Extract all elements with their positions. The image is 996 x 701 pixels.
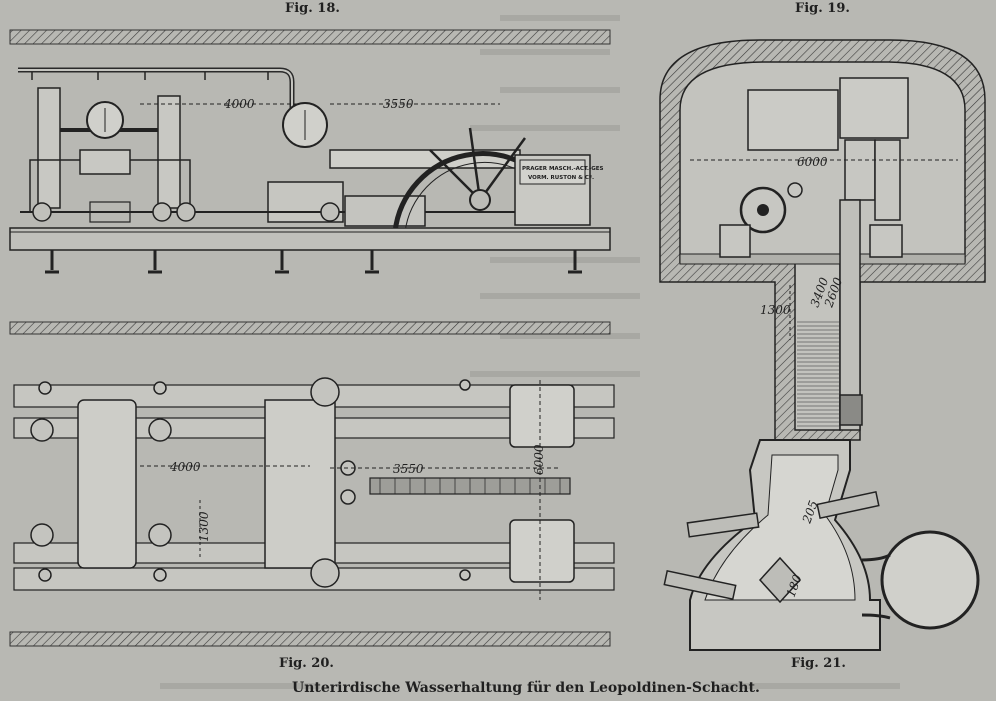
fig18-dim-left: 4000 (223, 97, 255, 111)
plate-text-line2: VORM. RUSTON & Cº. (528, 174, 594, 181)
plate-text-line1: PRAGER MASCH.-ACT.-GES (522, 166, 603, 172)
fig20-dim-right: 3550 (393, 462, 424, 476)
plate-title: Unterirdische Wasserhaltung für den Leop… (292, 680, 760, 696)
fig19-caption: Fig. 19. (795, 1, 850, 16)
fig20-dim-height: 1300 (197, 511, 211, 542)
fig19-dim-width: 6000 (797, 155, 828, 169)
bleed-through-text (160, 15, 900, 689)
fig20-dim-width: 6000 (532, 444, 546, 475)
fig21-valve: 205 180 (663, 439, 980, 651)
fig20-dim-left: 4000 (169, 460, 201, 474)
fig18-caption: Fig. 18. (285, 1, 340, 16)
fig21-caption: Fig. 21. (791, 656, 846, 671)
fig18-elevation: PRAGER MASCH.-ACT.-GES VORM. RUSTON & Cº… (9, 29, 611, 274)
fig20-plan: 4000 3550 6000 1300 (9, 321, 615, 647)
fig19-section: 6000 3400 2600 1300 (659, 39, 986, 441)
fig18-dim-right: 3550 (383, 97, 414, 111)
fig20-caption: Fig. 20. (279, 656, 334, 671)
fig19-dim-shaft-c: 1300 (760, 303, 791, 317)
